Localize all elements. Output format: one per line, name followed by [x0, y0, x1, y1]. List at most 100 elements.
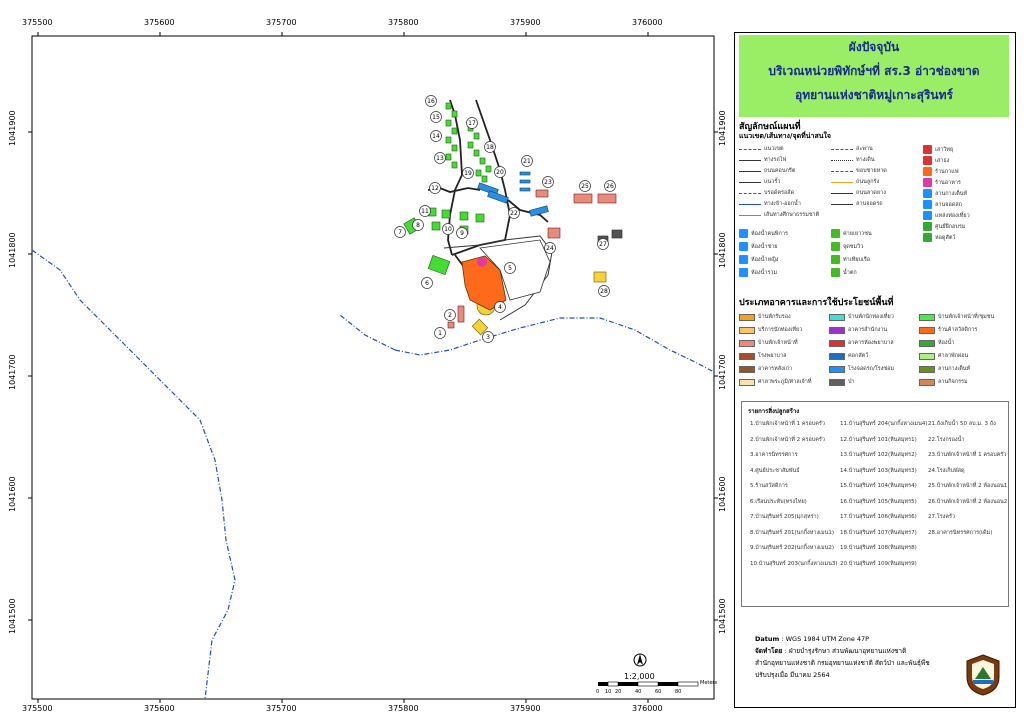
footer-info: Datum : WGS 1984 UTM Zone 47P จัดทำโดย :…: [755, 633, 930, 681]
legend-symbol: เสาวิทยุ: [923, 145, 953, 154]
building-type-label: อาคารหลังเก่า: [758, 366, 793, 372]
legend-symbol-label: สะพาน: [856, 146, 873, 152]
legend-symbol: บรอด์ครอส์ด: [739, 189, 794, 197]
x-tick-top: 375500: [22, 18, 53, 27]
building-number: 18: [486, 144, 494, 151]
staff-buildings: [447, 189, 617, 329]
building-type-label: ลานกิจกรรม: [938, 379, 968, 385]
waterfall-icon: [831, 268, 840, 277]
legend-panel: ผังปัจจุบัน บริเวณหน่วยพิทักษ์ฯที่ สร.3 …: [734, 32, 1016, 708]
x-tick-bottom: 375700: [266, 704, 297, 713]
building-list-entry: 18.บ้านสุรินทร์ 107(หินสมุทร7): [840, 529, 917, 536]
scale-ratio: 1:2,000: [624, 672, 655, 681]
building-list-entry: 2.บ้านพักเจ้าหน้าที่ 2 ครอบครัว: [750, 436, 825, 443]
restaurant-icon: [477, 257, 487, 267]
legend-line-swatch: [739, 181, 761, 183]
building-number-marker: 24: [544, 242, 556, 254]
legend-symbol: ถนนคอนกรีต: [739, 167, 795, 175]
legend-line-swatch: [831, 203, 853, 205]
legend-symbol-label: ถนนลูกรัง: [856, 179, 880, 185]
building-number: 13: [436, 155, 444, 162]
building-number-marker: 5: [504, 262, 516, 274]
legend-line-swatch: [739, 159, 761, 161]
building-type-label: บ้านพักเจ้าหน้าที่: [758, 340, 798, 346]
legend-symbol: ลานกางเต็นท์: [923, 189, 967, 198]
legend-line-swatch: [739, 192, 761, 194]
map-frame: 375500 375600 375700 375800 375900 37600…: [8, 18, 727, 713]
map-border: [31, 35, 715, 700]
x-tick-top: 376000: [632, 18, 663, 27]
building-list-entry: 1.บ้านพักเจ้าหน้าที่ 1 ครอบครัว: [750, 421, 825, 427]
made-by-value: : ฝ่ายบำรุงรักษา ส่วนพัฒนาอุทยานแห่งชาติ: [784, 647, 907, 655]
legend-symbol-label: แหล่งท่องเที่ยว: [935, 212, 970, 219]
building-number-marker: 6: [421, 277, 433, 289]
building-number: 6: [425, 280, 429, 287]
legend-symbol: สะพาน: [831, 145, 873, 153]
tourist-buildings: [477, 171, 549, 217]
building-number-marker: 11: [419, 205, 431, 217]
building-number: 19: [464, 170, 472, 177]
datum-label: Datum: [755, 635, 780, 643]
building-type-swatch: [829, 326, 845, 334]
building-number-marker: 16: [425, 95, 437, 107]
building-type-item: อาคารห้องพยาบาล: [829, 339, 894, 347]
building-number: 28: [600, 288, 608, 295]
building-list-entry: 20.บ้านสุรินทร์ 109(หินสมุทร9): [840, 560, 917, 567]
building-list-box: รายการสิ่งปลูกสร้าง 1.บ้านพักเจ้าหน้าที่…: [741, 401, 1009, 607]
building-list-entry: 12.บ้านสุรินทร์ 101(หินสมุทร1): [840, 436, 917, 443]
x-tick-top: 375800: [388, 18, 419, 27]
map-symbols-title: สัญลักษณ์แผนที่: [739, 122, 801, 132]
building-type-swatch: [829, 339, 845, 347]
building-type-swatch: [829, 365, 845, 373]
building-type-swatch: [919, 313, 935, 321]
legend-symbol: ลานจอดรถ: [831, 200, 883, 208]
building-type-swatch: [829, 313, 845, 321]
legend-symbol: ถนนลูกรัง: [831, 178, 879, 186]
building-number-marker: 1: [434, 327, 446, 339]
building-number-marker: 25: [579, 180, 591, 192]
building-number-marker: 10: [442, 223, 454, 235]
datum-value: : WGS 1984 UTM Zone 47P: [781, 635, 870, 643]
building-number: 5: [508, 265, 512, 272]
building-type-item: ห้องน้ำ: [919, 339, 954, 347]
symbol-legend: แนวเขตทางรถไฟถนนคอนกรีตแนวรั้วบรอด์ครอส์…: [739, 145, 1015, 275]
building-type-label: ป่า: [848, 379, 855, 385]
building-type-label: ลานกางเต็นท์: [938, 366, 971, 372]
building-number-marker: 18: [484, 141, 496, 153]
building-number: 20: [496, 169, 504, 176]
legend-symbol: ขอบชายหาด: [831, 167, 887, 175]
building-number-marker: 7: [394, 226, 406, 238]
facility-item: ค่ายเยาวชน: [831, 229, 872, 238]
office-text: สำนักอุทยานแห่งชาติ กรมอุทยานแห่งชาติ สั…: [755, 659, 930, 667]
building-number-marker: 26: [604, 180, 616, 192]
department-logo-icon: [966, 654, 1000, 696]
building-type-item: บ้านพักนักท่องเที่ยว: [829, 313, 894, 321]
updated-text: ปรับปรุงเมื่อ มีนาคม 2564: [755, 671, 830, 679]
facility-item: ห้องน้ำชาย: [739, 242, 778, 251]
legend-line-swatch: [831, 192, 853, 194]
building-list-entry: 7.บ้านสุรินทร์ 205(มุกสุหร่า): [750, 514, 819, 520]
legend-symbol-label: แนวเขต: [764, 146, 784, 152]
building-type-swatch: [919, 339, 935, 347]
facility-item: จุดชมวิว: [831, 242, 863, 251]
building-list-title: รายการสิ่งปลูกสร้าง: [748, 408, 800, 415]
legend-line-swatch: [739, 170, 761, 172]
building-type-item: โรงพยาบาล: [739, 352, 786, 360]
legend-symbol-label: ขอบชายหาด: [856, 168, 887, 174]
legend-symbol-label: ทางรถไฟ: [764, 157, 787, 163]
scale-tick: 80: [675, 689, 682, 695]
building-list-entry: 22.โรงกรองน้ำ: [928, 436, 965, 443]
building-number-marker: 23: [542, 176, 554, 188]
building-list-entry: 23.บ้านพักเจ้าหน้าที่ 1 ครอบครัว: [928, 452, 1007, 458]
building-type-label: ศาลาพักผ่อน: [938, 353, 969, 359]
building-number-marker: 28: [598, 285, 610, 297]
building-list-entry: 27.โรงครัว: [928, 514, 956, 520]
building-type-swatch: [739, 365, 755, 373]
legend-symbol-icon: [923, 167, 932, 176]
x-tick-top: 375600: [144, 18, 175, 27]
building-type-label: โรงจอดรถ/โรงซ่อม: [848, 366, 895, 372]
scale-bar: [598, 681, 699, 687]
building-number: 22: [510, 210, 518, 217]
legend-symbol-icon: [923, 178, 932, 187]
